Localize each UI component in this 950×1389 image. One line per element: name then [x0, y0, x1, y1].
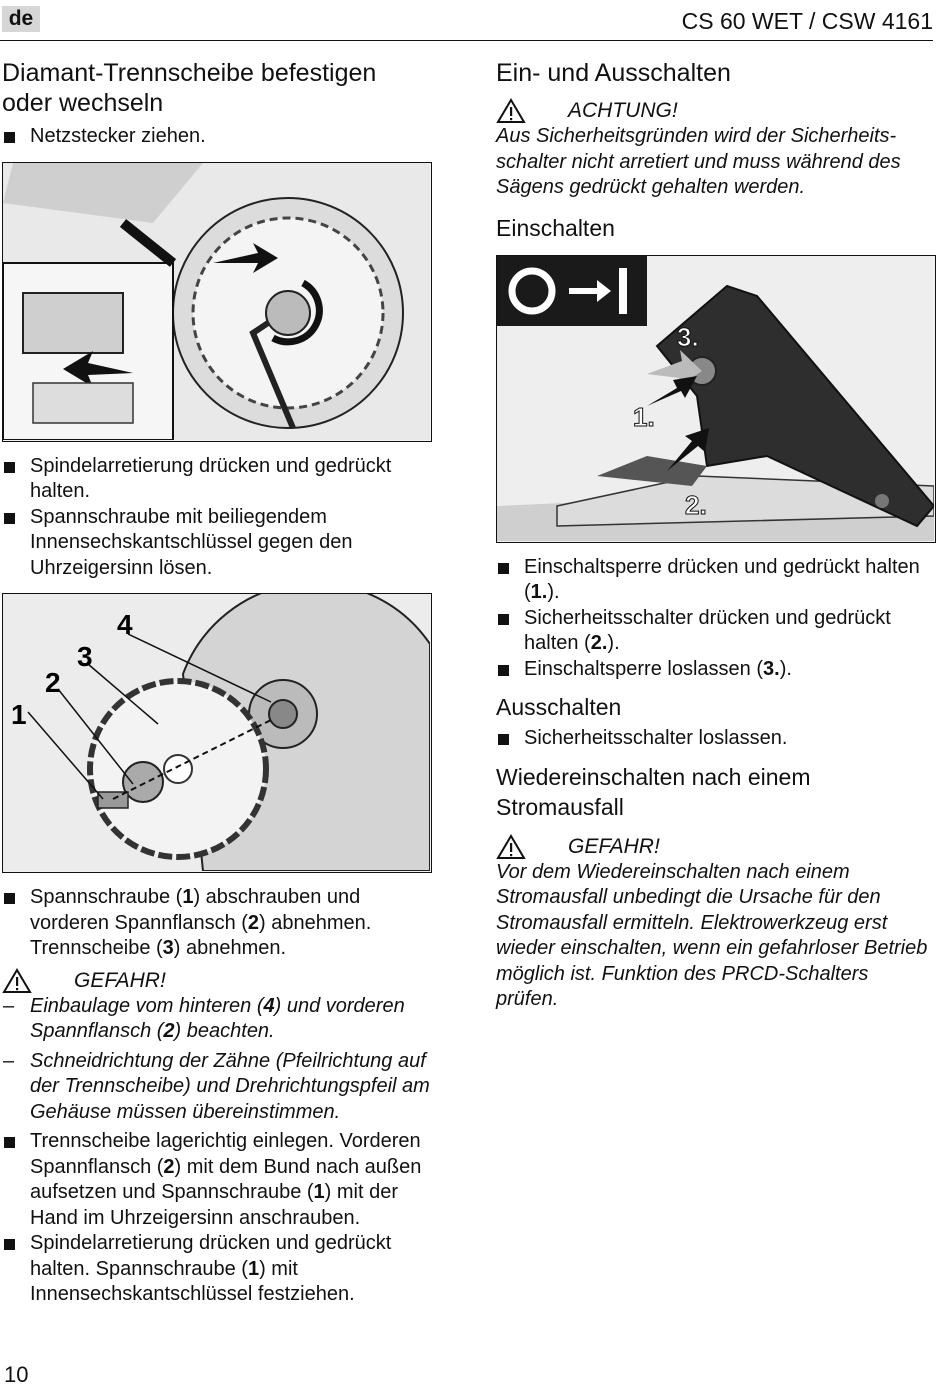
step-label-1: 1. — [633, 402, 655, 432]
step-label-2: 2. — [685, 490, 707, 520]
figure-switch-handle: 3. 1. 2. — [496, 254, 936, 543]
part-label-2: 2 — [45, 667, 61, 698]
step-release-lockout: Einschaltsperre loslassen (3.). — [496, 657, 936, 683]
step-press-lockout: Einschaltsperre drücken und gedrückt hal… — [496, 555, 936, 606]
left-column: Diamant-Trennscheibe befestigen oder wec… — [2, 58, 442, 1308]
part-label-1: 1 — [11, 699, 27, 730]
header-rule — [0, 40, 933, 41]
warning-triangle-icon — [496, 98, 526, 123]
step-insert-blade: Trennscheibe lagerichtig einlegen. Vorde… — [2, 1129, 442, 1231]
danger-text-restart: Vor dem Wiedereinschalten nach einem Str… — [496, 860, 928, 1011]
subheading-switch-on: Einschalten — [496, 214, 615, 241]
step-press-safety-switch: Sicherheitsschalter drücken und gedrückt… — [496, 606, 936, 657]
warning-triangle-icon — [496, 833, 526, 859]
danger-notice-restart: GEFAHR! — [496, 833, 936, 860]
step-label-3: 3. — [677, 322, 699, 352]
part-label-4: 4 — [117, 609, 133, 640]
figure-spindle-lock — [2, 161, 432, 442]
note-mounting-position: Einbaulage vom hinteren (4) und vorderen… — [2, 994, 442, 1045]
figure-blade-parts: 1 2 3 4 — [2, 593, 432, 873]
caution-text: Aus Sicherheitsgründen wird der Sicherhe… — [496, 125, 901, 198]
step-release-safety-switch: Sicherheitsschalter loslassen. — [496, 726, 936, 752]
right-column: Ein- und Ausschalten ACHTUNG! Aus Sicher… — [496, 58, 936, 1013]
step-remove-parts: Spannschraube (1) abschrauben und vorder… — [2, 885, 442, 962]
step-spindle-lock: Spindelarretierung drücken und gedrückt … — [2, 454, 442, 505]
step-tighten-screw: Spindelarretierung drücken und gedrückt … — [2, 1231, 442, 1308]
danger-notice: GEFAHR! — [2, 967, 442, 994]
part-label-3: 3 — [77, 641, 93, 672]
page-number: 10 — [4, 1362, 29, 1387]
model-name: CS 60 WET / CSW 4161 — [681, 8, 933, 34]
step-loosen-screw: Spannschraube mit beiliegendem Innensech… — [2, 505, 442, 582]
subheading-switch-off: Ausschalten — [496, 694, 622, 720]
warning-triangle-icon — [2, 967, 32, 993]
section-heading-blade: Diamant-Trennscheibe befestigen oder wec… — [2, 59, 377, 117]
section-heading-switching: Ein- und Ausschalten — [496, 59, 731, 87]
step-unplug: Netzstecker ziehen. — [2, 124, 442, 150]
caution-notice: ACHTUNG! — [496, 98, 936, 124]
language-tag: de — [2, 6, 40, 32]
subheading-restart: Wiedereinschalten nach einem Stromausfal… — [496, 763, 811, 820]
note-cutting-direction: Schneidrichtung der Zähne (Pfeilrichtung… — [2, 1049, 442, 1126]
